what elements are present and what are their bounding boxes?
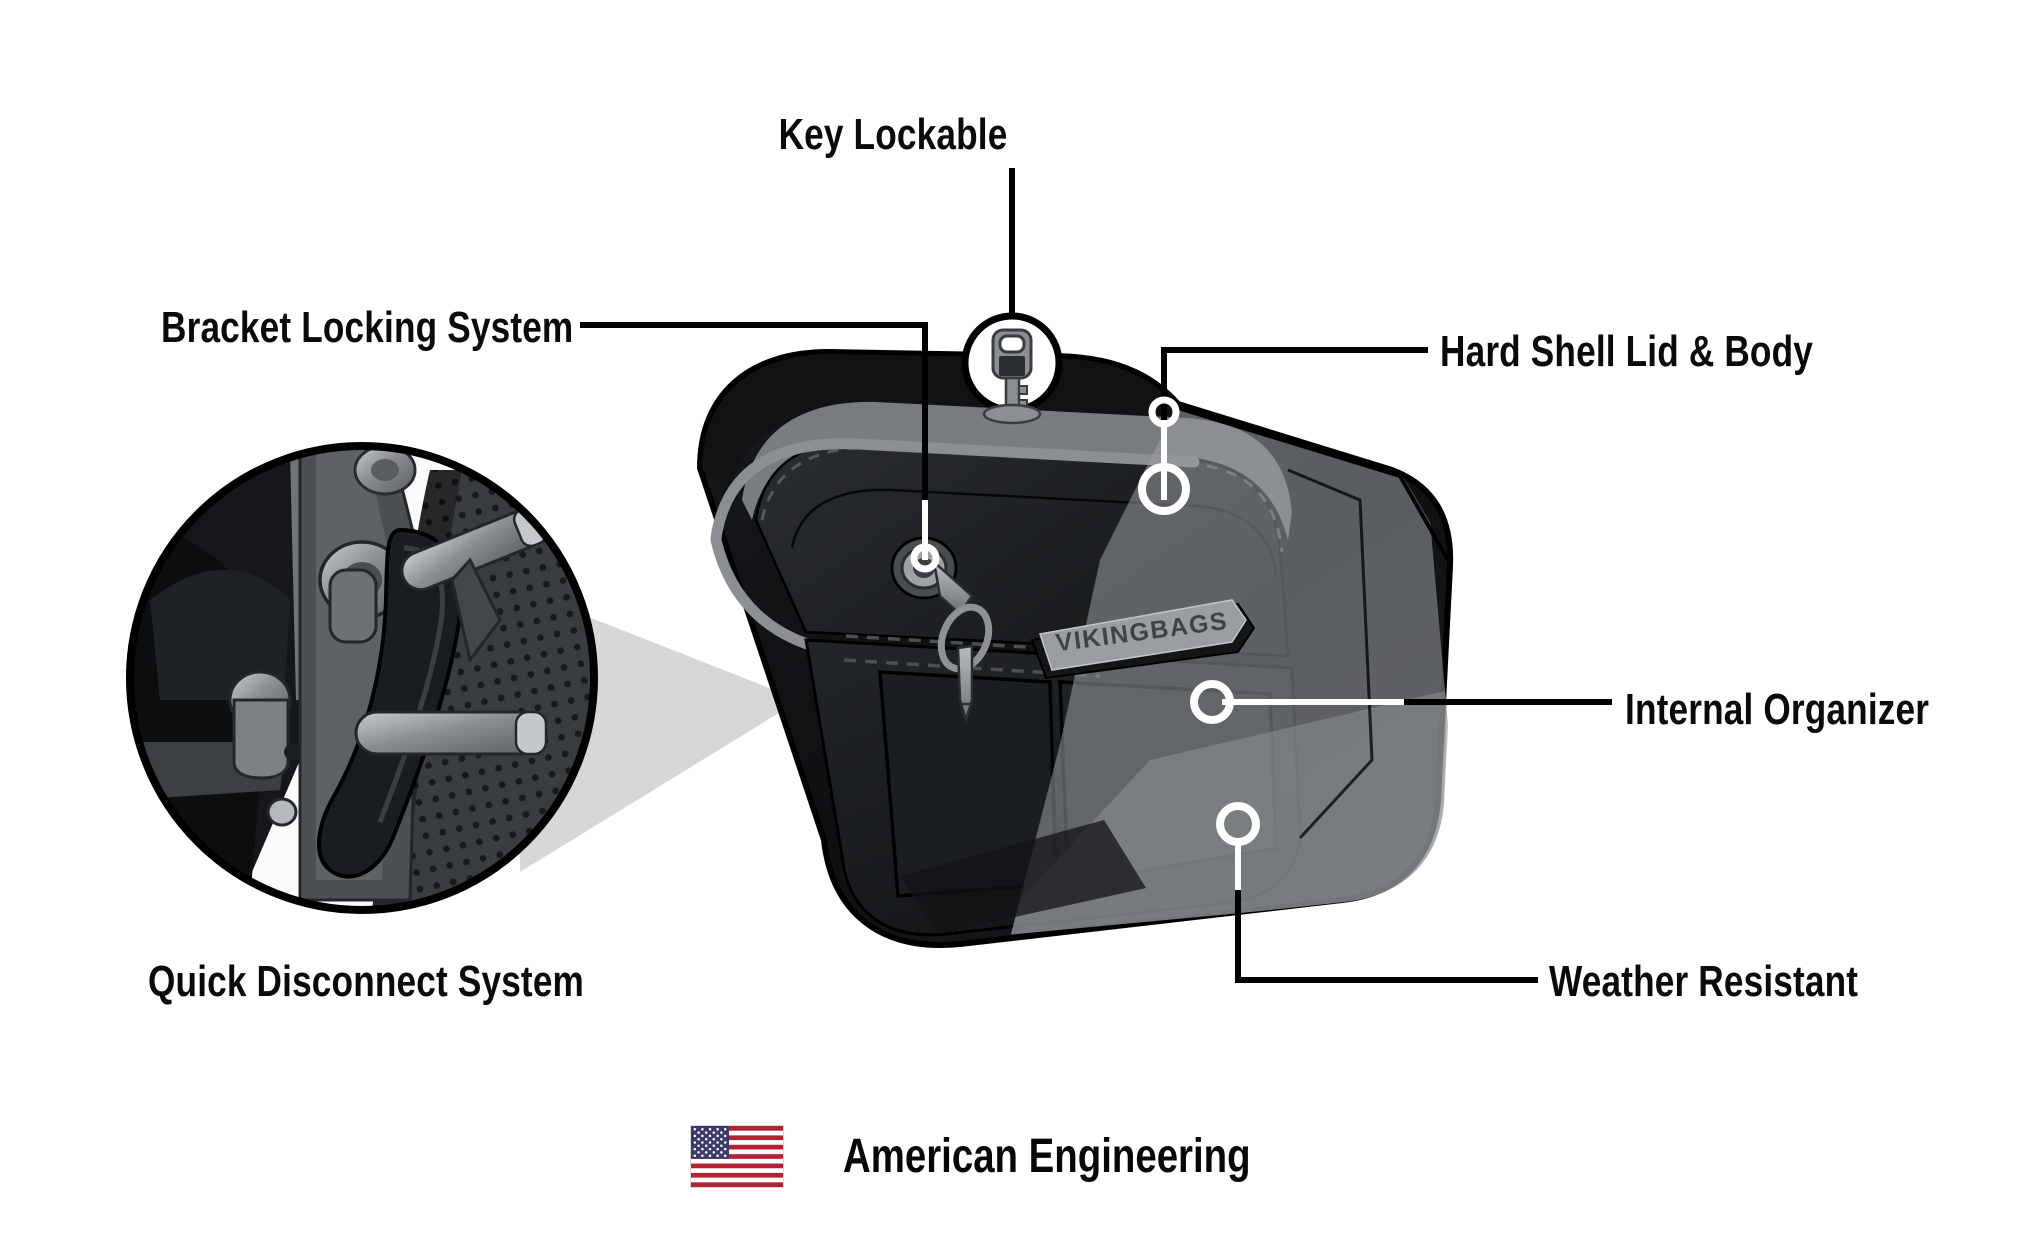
- leader-internal-organizer: [1190, 680, 1612, 724]
- callout-label-weather-resistant: Weather Resistant: [1549, 957, 1859, 1006]
- vikingbags-badge: VIKINGBAGS: [1030, 599, 1256, 680]
- footer-bar: American Engineering: [0, 1126, 2044, 1187]
- key-lockable-icon-badge: [961, 312, 1063, 425]
- leader-hard-shell: [1138, 347, 1428, 515]
- saddlebag-illustration: VIKINGBAGS: [697, 349, 1454, 948]
- key-icon: [982, 328, 1042, 425]
- american-engineering-text: American Engineering: [843, 1129, 1251, 1183]
- callout-label-internal-organizer: Internal Organizer: [1625, 685, 1930, 734]
- callout-label-hard-shell: Hard Shell Lid & Body: [1440, 327, 1813, 376]
- callout-label-quick-disconnect: Quick Disconnect System: [148, 957, 585, 1006]
- leader-weather-resistant: [1216, 802, 1538, 983]
- leader-bracket-locking: [580, 322, 940, 573]
- us-flag-icon: [691, 1126, 784, 1187]
- callout-label-key-lockable: Key Lockable: [778, 110, 1008, 159]
- quick-disconnect-inset: [126, 442, 598, 914]
- callout-label-bracket-locking: Bracket Locking System: [161, 303, 574, 352]
